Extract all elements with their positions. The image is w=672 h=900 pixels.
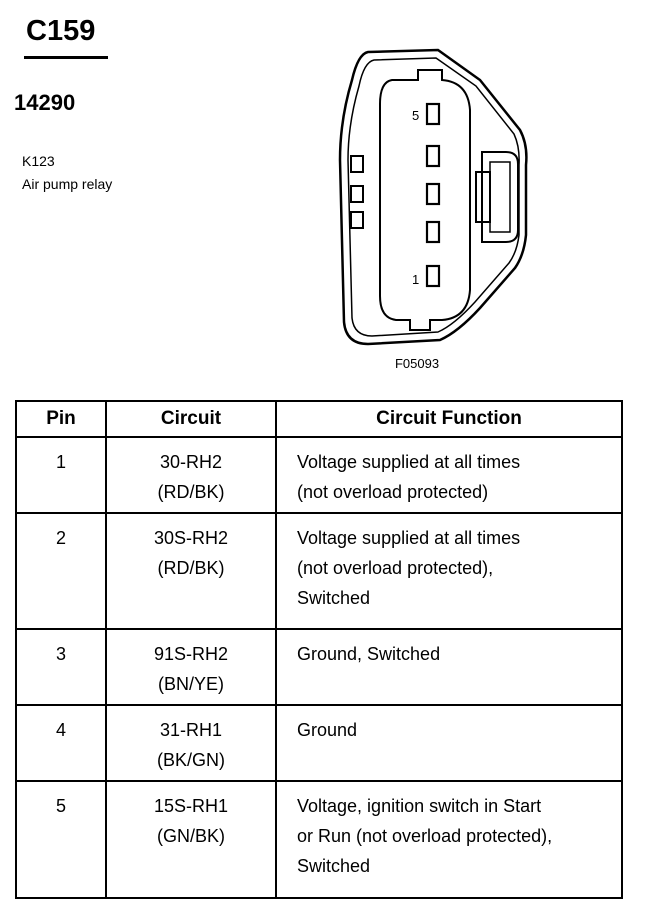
pin-cell: 3 bbox=[15, 628, 107, 706]
circuit-id: 30-RH2 bbox=[159, 452, 223, 472]
table-row: 4 31-RH1 (BK/GN) Ground bbox=[15, 704, 623, 782]
header-circuit-function: Circuit Function bbox=[275, 400, 623, 438]
pin-cell: 1 bbox=[15, 436, 107, 514]
function-cell: Voltage supplied at all times (not overl… bbox=[275, 512, 623, 630]
connector-cavity bbox=[379, 69, 471, 331]
figure-label: F05093 bbox=[394, 356, 440, 371]
circuit-id: 15S-RH1 bbox=[153, 796, 229, 816]
circuit-id: 91S-RH2 bbox=[153, 644, 229, 664]
pin-terminal-5 bbox=[425, 102, 441, 126]
circuit-id: 30S-RH2 bbox=[153, 528, 229, 548]
table-row: 2 30S-RH2 (RD/BK) Voltage supplied at al… bbox=[15, 512, 623, 630]
wire-color: (RD/BK) bbox=[157, 558, 225, 578]
side-slot bbox=[350, 185, 364, 203]
pin-cell: 2 bbox=[15, 512, 107, 630]
function-cell: Ground bbox=[275, 704, 623, 782]
function-line: Switched bbox=[297, 588, 371, 608]
pin-label-1: 1 bbox=[412, 272, 419, 287]
circuit-cell: 15S-RH1 (GN/BK) bbox=[105, 780, 277, 899]
header-circuit: Circuit bbox=[105, 400, 277, 438]
function-line: (not overload protected), bbox=[297, 558, 494, 578]
wire-color: (BK/GN) bbox=[156, 750, 225, 770]
connector-id-underline bbox=[24, 56, 108, 59]
function-cell: Ground, Switched bbox=[275, 628, 623, 706]
circuit-cell: 91S-RH2 (BN/YE) bbox=[105, 628, 277, 706]
circuit-id: 31-RH1 bbox=[159, 720, 223, 740]
wire-color: (RD/BK) bbox=[157, 482, 225, 502]
table-row: 3 91S-RH2 (BN/YE) Ground, Switched bbox=[15, 628, 623, 706]
function-cell: Voltage supplied at all times (not overl… bbox=[275, 436, 623, 514]
pin-cell: 5 bbox=[15, 780, 107, 899]
component-name: Air pump relay bbox=[22, 176, 113, 192]
function-line: or Run (not overload protected), bbox=[297, 826, 553, 846]
table-header-row: Pin Circuit Circuit Function bbox=[15, 400, 623, 438]
pin-cell: 4 bbox=[15, 704, 107, 782]
part-number: 14290 bbox=[14, 90, 76, 115]
circuit-cell: 30S-RH2 (RD/BK) bbox=[105, 512, 277, 630]
pin-terminal-4 bbox=[425, 144, 441, 168]
pin-label-5: 5 bbox=[412, 108, 419, 123]
pin-terminal-3 bbox=[425, 182, 441, 206]
function-line: Ground bbox=[297, 720, 358, 740]
circuit-cell: 30-RH2 (RD/BK) bbox=[105, 436, 277, 514]
connector-latch bbox=[481, 151, 519, 243]
wire-color: (BN/YE) bbox=[157, 674, 224, 694]
function-line: Voltage supplied at all times bbox=[297, 452, 521, 472]
function-line: Voltage supplied at all times bbox=[297, 528, 521, 548]
component-code: K123 bbox=[22, 153, 55, 169]
connector-diagram: 5 1 bbox=[330, 40, 550, 350]
pin-terminal-1 bbox=[425, 264, 441, 288]
function-line: Voltage, ignition switch in Start bbox=[297, 796, 542, 816]
connector-id: C159 bbox=[26, 15, 96, 47]
side-slot bbox=[350, 211, 364, 229]
table-row: 5 15S-RH1 (GN/BK) Voltage, ignition swit… bbox=[15, 780, 623, 899]
header-pin: Pin bbox=[15, 400, 107, 438]
function-line: Ground, Switched bbox=[297, 644, 441, 664]
wire-color: (GN/BK) bbox=[156, 826, 225, 846]
function-cell: Voltage, ignition switch in Start or Run… bbox=[275, 780, 623, 899]
circuit-cell: 31-RH1 (BK/GN) bbox=[105, 704, 277, 782]
table-row: 1 30-RH2 (RD/BK) Voltage supplied at all… bbox=[15, 436, 623, 514]
function-line: Switched bbox=[297, 856, 371, 876]
function-line: (not overload protected) bbox=[297, 482, 489, 502]
pinout-table: Pin Circuit Circuit Function 1 30-RH2 (R… bbox=[15, 400, 623, 899]
side-slot bbox=[350, 155, 364, 173]
connector-housing-outline bbox=[338, 48, 528, 346]
pin-terminal-2 bbox=[425, 220, 441, 244]
